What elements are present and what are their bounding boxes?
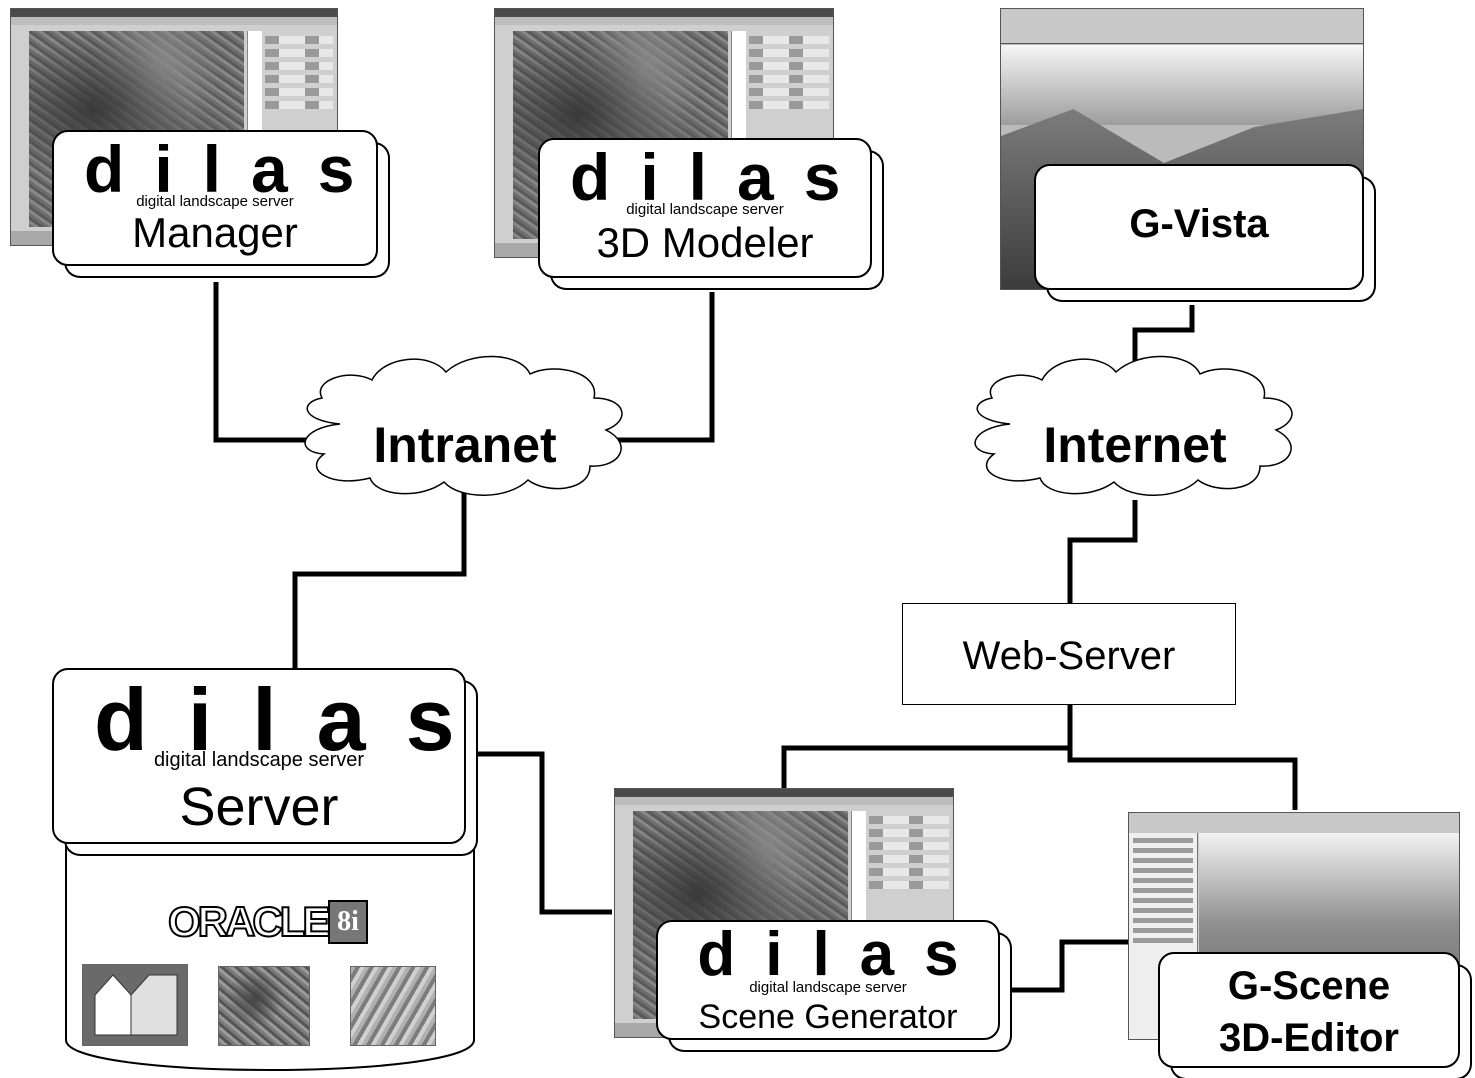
dilas-tagline: digital landscape server [749,979,907,996]
window-titlebar [11,9,337,17]
dilas-logo: dilas [84,132,385,206]
link-server-scenegen [468,751,612,915]
dilas-tagline: digital landscape server [136,193,294,210]
sky-image [1001,45,1363,125]
settings-panel [869,811,949,921]
building-model-icon [82,964,188,1046]
oracle-version-badge: 8i [328,900,368,944]
scene-generator-label: Scene Generator [698,998,958,1036]
internet-label: Internet [1043,417,1227,473]
intranet-label: Intranet [373,417,557,473]
modeler-label: 3D Modeler [596,219,814,266]
server-label: Server [179,777,339,837]
dilas-tagline: digital landscape server [153,749,365,771]
server-box: dilas digital landscape server Server [52,668,466,844]
intranet-cloud [304,355,623,496]
window-menubar [11,17,337,25]
settings-panel [749,31,829,141]
dilas-logo: dilas [570,140,871,214]
link-webserver-scenegen [781,745,1298,810]
connectors [213,282,1298,993]
modeler-box: dilas digital landscape server 3D Modele… [538,138,872,278]
link-internet-webserver [1067,500,1138,603]
gvista-label: G-Vista [1129,202,1269,246]
window-titlebar [615,789,953,797]
window-menubar [495,17,833,25]
link-scenegen-gscene [1012,939,1128,993]
oracle-wordmark: ORACLE [167,897,331,946]
elevation-model-thumb [350,966,436,1046]
gvista-box: G-Vista [1034,164,1364,290]
gscene-label-line2: 3D-Editor [1219,1016,1399,1060]
window-menubar [615,797,953,805]
link-intranet-server [292,490,467,670]
manager-box: dilas digital landscape server Manager [52,130,378,266]
dilas-tagline: digital landscape server [626,201,784,218]
link-manager-intranet [213,282,320,443]
internet-cloud [974,355,1293,496]
dilas-logo: dilas [697,920,989,989]
oracle-logo: ORACLE 8i [167,897,380,948]
manager-label: Manager [132,209,298,256]
browser-toolbar [1001,9,1363,44]
settings-panel [265,31,333,141]
terrain-texture-thumb [218,966,310,1046]
window-titlebar [495,9,833,17]
editor-toolbar [1129,813,1459,833]
scene-generator-box: dilas digital landscape server Scene Gen… [656,920,1000,1040]
gscene-label-line1: G-Scene [1227,964,1391,1008]
webserver-label: Web-Server [962,634,1176,678]
gscene-box: G-Scene 3D-Editor [1158,952,1460,1068]
webserver-box: Web-Server [902,603,1236,705]
dilas-logo: dilas [94,670,495,769]
link-modeler-intranet [612,292,715,443]
link-gvista-internet [1132,305,1195,385]
house-shape [94,974,178,1036]
